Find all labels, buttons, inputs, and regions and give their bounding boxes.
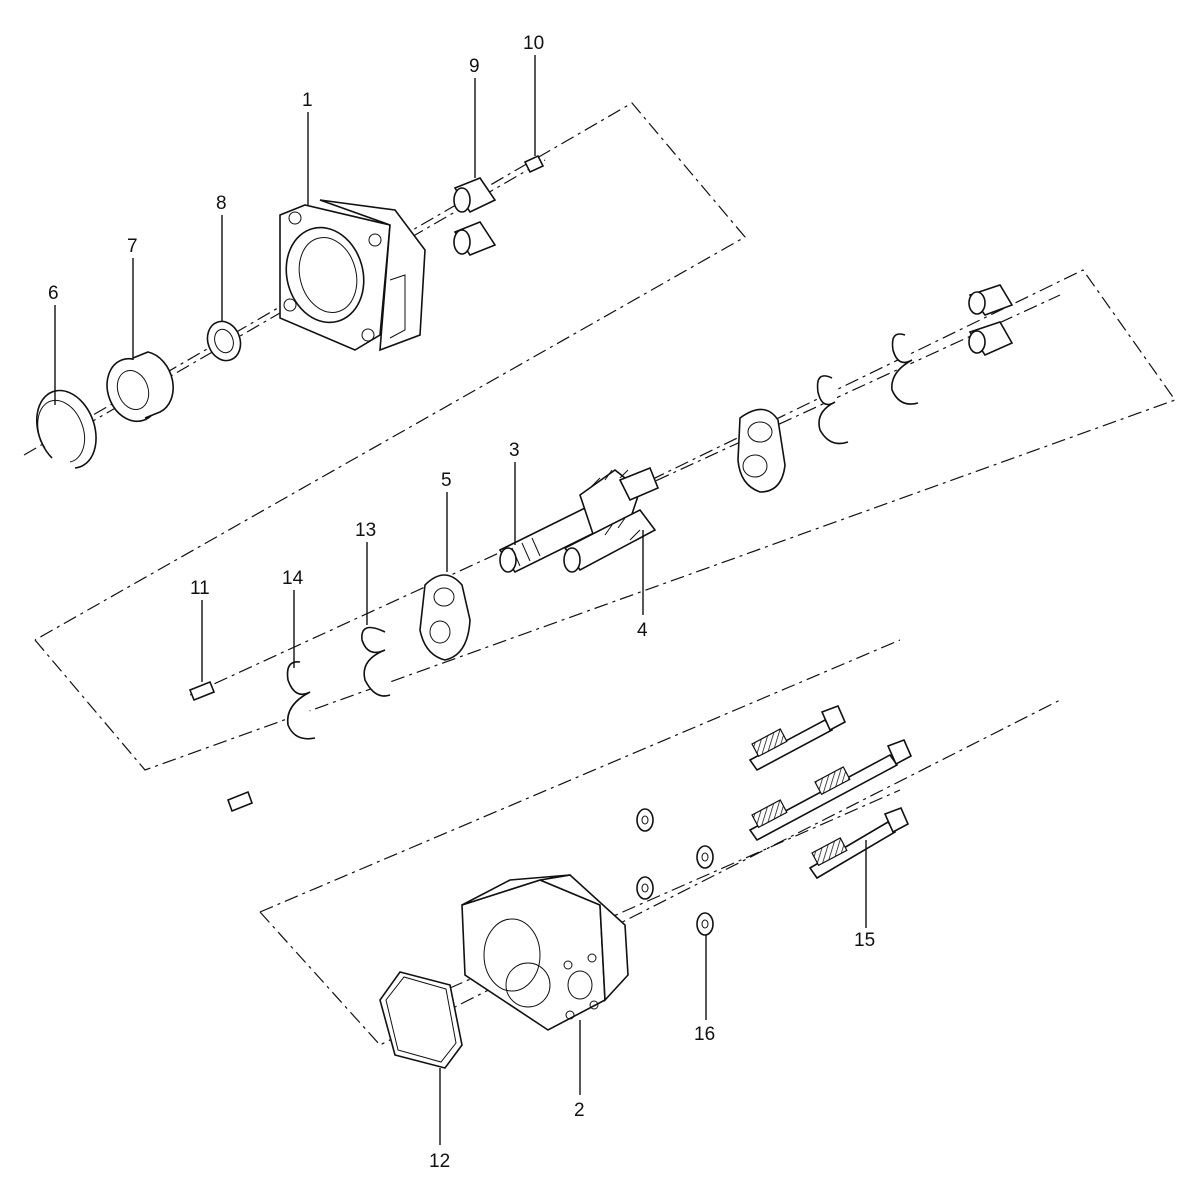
part-9-bushings: [453, 177, 1014, 357]
part-6-retaining-ring: [35, 389, 97, 469]
leader-lines: [54, 55, 867, 1145]
part-5-wear-plate: [419, 408, 786, 661]
label-9: 9: [469, 56, 480, 77]
label-2: 2: [574, 1100, 585, 1121]
label-13: 13: [355, 520, 376, 541]
label-5: 5: [441, 470, 452, 491]
part-15-bolts: [748, 704, 913, 880]
part-4-driven-gear: [563, 508, 657, 573]
part-12-gasket: [379, 971, 463, 1069]
part-number-labels: 1 2 3 4 5 6 7 8 9 10 11 12 13 14 15 16: [48, 33, 875, 1172]
label-4: 4: [637, 620, 648, 641]
label-10: 10: [523, 33, 544, 54]
part-11-dowel-pins: [188, 680, 254, 813]
part-1-front-cover: [279, 199, 426, 352]
part-7-ball-bearing: [106, 351, 174, 423]
label-12: 12: [429, 1151, 450, 1172]
part-13-seal-ring: [361, 375, 849, 697]
label-11: 11: [190, 578, 210, 599]
label-3: 3: [509, 440, 520, 461]
part-10-plug: [523, 154, 545, 174]
part-14-seal-ring: [286, 333, 919, 740]
label-15: 15: [854, 930, 875, 951]
part-8-seal: [206, 320, 242, 362]
label-1: 1: [302, 90, 313, 111]
part-16-washers: [636, 808, 714, 936]
label-16: 16: [694, 1024, 715, 1045]
label-7: 7: [127, 236, 138, 257]
part-2-pump-body: [461, 874, 629, 1031]
label-6: 6: [48, 283, 59, 304]
label-8: 8: [216, 193, 227, 214]
label-14: 14: [282, 568, 304, 589]
